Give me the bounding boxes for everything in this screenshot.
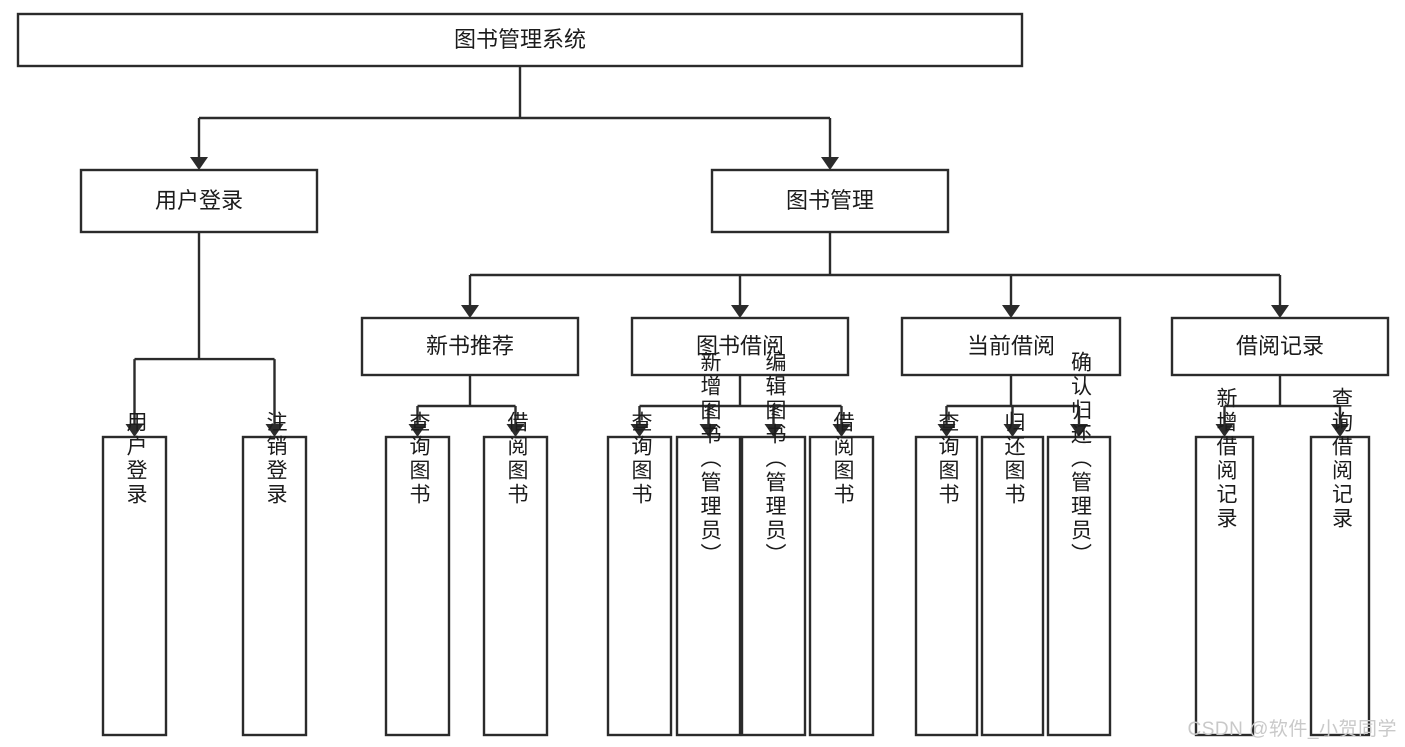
- node-label: 借阅记录: [1236, 333, 1324, 358]
- node-label: 查询图书: [407, 411, 431, 507]
- node-box: [675, 435, 742, 737]
- arrow-head-icon: [506, 424, 525, 437]
- node-box: [360, 316, 580, 377]
- node-leaf-query-record[interactable]: 查询借阅记录: [1309, 387, 1371, 737]
- node-label: 编辑图书（管理员）: [763, 351, 787, 567]
- node-box: [79, 168, 319, 234]
- node-leaf-borrow-book-1[interactable]: 借阅图书: [482, 411, 549, 737]
- node-leaf-query-book-1[interactable]: 查询图书: [384, 411, 451, 737]
- node-label: 归还图书: [1002, 411, 1026, 507]
- node-book-borrow[interactable]: 图书借阅: [630, 316, 850, 377]
- node-label: 当前借阅: [967, 333, 1055, 358]
- node-label: 新增图书（管理员）: [698, 351, 722, 567]
- node-label: 查询图书: [629, 411, 653, 507]
- node-label: 新书推荐: [426, 333, 514, 358]
- node-box: [241, 435, 308, 737]
- node-label: 用户登录: [124, 411, 148, 507]
- arrow-head-icon: [190, 157, 208, 170]
- arrow-head-icon: [764, 424, 783, 437]
- node-box: [16, 12, 1024, 68]
- node-box: [914, 435, 979, 737]
- node-box: [384, 435, 451, 737]
- node-leaf-add-record[interactable]: 新增借阅记录: [1194, 387, 1255, 737]
- node-leaf-confirm-return[interactable]: 确认归还（管理员）: [1046, 351, 1112, 737]
- arrow-head-icon: [1271, 305, 1289, 318]
- node-box: [1194, 435, 1255, 737]
- node-box: [1309, 435, 1371, 737]
- node-box: [900, 316, 1122, 377]
- arrow-head-icon: [731, 305, 749, 318]
- arrow-head-icon: [1215, 424, 1234, 437]
- node-borrow-record[interactable]: 借阅记录: [1170, 316, 1390, 377]
- node-label: 查询借阅记录: [1330, 387, 1354, 531]
- node-label: 查询图书: [936, 411, 960, 507]
- nodes-layer: 图书管理系统用户登录图书管理新书推荐图书借阅当前借阅借阅记录用户登录注销登录查询…: [16, 12, 1390, 737]
- node-leaf-logout[interactable]: 注销登录: [241, 411, 308, 737]
- arrow-head-icon: [821, 157, 839, 170]
- node-box: [740, 435, 807, 737]
- node-label: 图书管理: [786, 188, 874, 213]
- node-label: 用户登录: [155, 188, 243, 213]
- arrow-head-icon: [1002, 305, 1020, 318]
- arrow-head-icon: [937, 424, 956, 437]
- arrow-head-icon: [125, 424, 144, 437]
- node-label: 确认归还（管理员）: [1069, 351, 1093, 567]
- node-label: 图书借阅: [696, 333, 784, 358]
- node-box: [630, 316, 850, 377]
- node-leaf-add-book[interactable]: 新增图书（管理员）: [675, 351, 742, 737]
- node-box: [710, 168, 950, 234]
- node-box: [808, 435, 875, 737]
- node-leaf-return-book[interactable]: 归还图书: [980, 411, 1045, 737]
- node-leaf-query-book-2[interactable]: 查询图书: [606, 411, 673, 737]
- arrow-head-icon: [1003, 424, 1022, 437]
- node-new-book-rec[interactable]: 新书推荐: [360, 316, 580, 377]
- arrow-head-icon: [832, 424, 851, 437]
- arrow-head-icon: [630, 424, 649, 437]
- node-leaf-borrow-book-2[interactable]: 借阅图书: [808, 411, 875, 737]
- node-box: [1170, 316, 1390, 377]
- node-label: 注销登录: [264, 411, 288, 507]
- node-box: [1046, 435, 1112, 737]
- node-leaf-query-book-3[interactable]: 查询图书: [914, 411, 979, 737]
- arrow-head-icon: [699, 424, 718, 437]
- arrow-head-icon: [408, 424, 427, 437]
- arrow-head-icon: [1331, 424, 1349, 437]
- node-box: [101, 435, 168, 737]
- node-book-manage[interactable]: 图书管理: [710, 168, 950, 234]
- node-current-borrow[interactable]: 当前借阅: [900, 316, 1122, 377]
- node-label: 借阅图书: [831, 411, 855, 507]
- watermark-text: CSDN @软件_小贺同学: [1187, 719, 1397, 740]
- node-label: 借阅图书: [505, 411, 529, 507]
- node-label: 图书管理系统: [454, 27, 586, 52]
- node-box: [980, 435, 1045, 737]
- node-user-login[interactable]: 用户登录: [79, 168, 319, 234]
- arrow-head-icon: [265, 424, 284, 437]
- node-root[interactable]: 图书管理系统: [16, 12, 1024, 68]
- edges-layer: [125, 66, 1349, 437]
- node-box: [606, 435, 673, 737]
- node-leaf-edit-book[interactable]: 编辑图书（管理员）: [740, 351, 807, 737]
- node-label: 新增借阅记录: [1214, 387, 1238, 531]
- arrow-head-icon: [461, 305, 479, 318]
- arrow-head-icon: [1070, 424, 1088, 437]
- node-leaf-user-login[interactable]: 用户登录: [101, 411, 168, 737]
- node-box: [482, 435, 549, 737]
